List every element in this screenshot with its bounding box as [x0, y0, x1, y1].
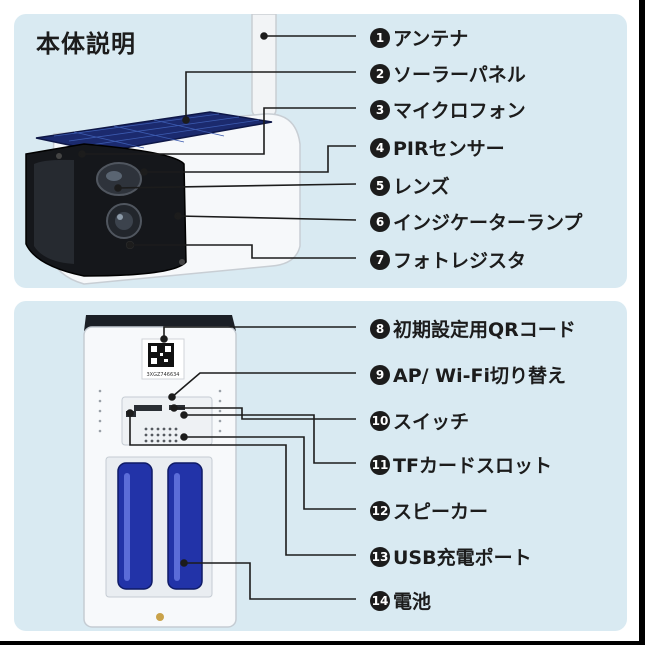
camera-front-illustration: [25, 14, 357, 285]
callout-number: 13: [370, 546, 390, 567]
callout-number: 9: [370, 364, 390, 385]
frame-edge-right: [639, 0, 645, 645]
speaker-grille-shape: [144, 427, 178, 443]
leader-lines-top: [78, 32, 357, 259]
callout-number: 4: [370, 137, 390, 158]
callout-number: 10: [370, 410, 390, 431]
callout-number: 3: [370, 99, 390, 120]
callout-number: 7: [370, 249, 390, 270]
callout-number: 2: [370, 63, 390, 84]
callout-number: 6: [370, 211, 390, 232]
frame-edge-bottom: [0, 641, 645, 645]
camera-back-panel: 3XGZ746634: [14, 301, 627, 631]
callout-number: 5: [370, 175, 390, 196]
battery-right-shape: [167, 462, 203, 590]
camera-back-illustration: 3XGZ746634: [83, 315, 356, 628]
camera-front-panel: 本体説明: [14, 14, 627, 288]
antenna-shape: [251, 14, 277, 119]
leader-lines-bottom: [126, 326, 356, 600]
callout-number: 8: [370, 318, 390, 339]
battery-left-shape: [117, 462, 153, 590]
qr-serial-text: 3XGZ746634: [147, 372, 180, 378]
callout-number: 12: [370, 500, 390, 521]
callout-number: 11: [370, 454, 390, 475]
callout-number: 14: [370, 590, 390, 611]
page-title: 本体説明: [36, 30, 136, 58]
callout-number: 1: [370, 27, 390, 48]
